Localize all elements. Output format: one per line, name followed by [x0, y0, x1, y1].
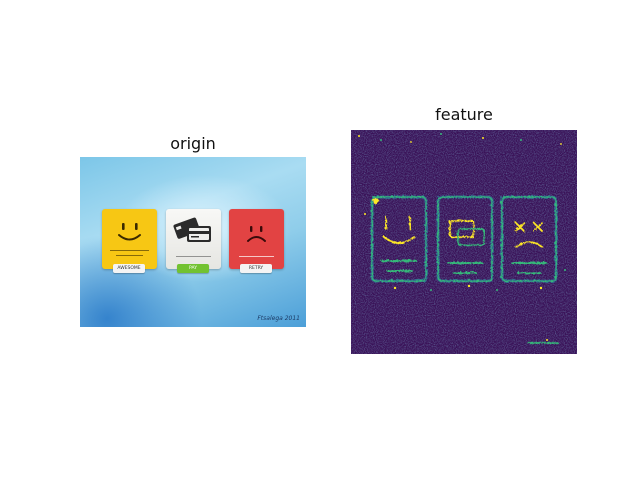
- awesome-card: [102, 209, 157, 269]
- origin-panel-title: origin: [170, 134, 216, 153]
- retry-button[interactable]: RETRY: [240, 264, 272, 273]
- feature-panel-title: feature: [435, 105, 493, 124]
- pay-card: [166, 209, 221, 269]
- retry-card-caption: [231, 250, 282, 260]
- sad-face-icon: [247, 226, 266, 242]
- feature-map: [351, 130, 577, 354]
- origin-image: AWESOME PAY RETRY Ftsalega 2011: [80, 157, 306, 327]
- pay-card-caption: [168, 250, 219, 260]
- credit-cards-icon: [173, 217, 211, 242]
- pay-button[interactable]: PAY: [177, 264, 209, 273]
- awesome-card-caption: [104, 250, 155, 259]
- retry-card: [229, 209, 284, 269]
- signature: Ftsalega 2011: [257, 315, 300, 322]
- feature-map-canvas: [351, 130, 577, 354]
- smiley-icon: [118, 223, 141, 241]
- awesome-button[interactable]: AWESOME: [113, 264, 145, 273]
